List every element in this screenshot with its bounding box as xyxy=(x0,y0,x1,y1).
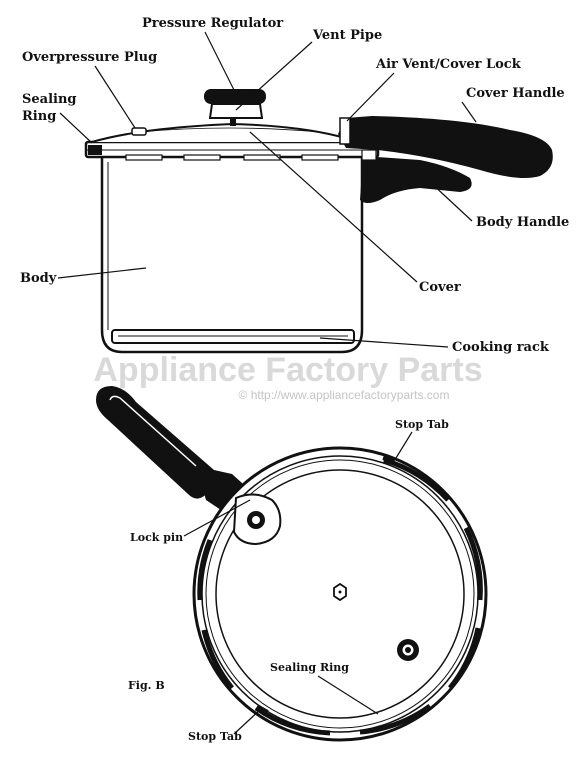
label-vent-pipe: Vent Pipe xyxy=(312,28,382,43)
center-vent-hex xyxy=(333,582,347,602)
cooking-rack xyxy=(111,329,355,344)
watermark-title: Appliance Factory Parts xyxy=(93,351,482,389)
label-stop-tab-bottom: Stop Tab xyxy=(188,730,242,743)
label-pressure-regulator: Pressure Regulator xyxy=(142,16,283,31)
label-body-handle: Body Handle xyxy=(476,215,569,230)
label-overpressure-plug: Overpressure Plug xyxy=(22,50,157,65)
label-fig-b: Fig. B xyxy=(128,679,165,692)
label-air-vent-cover-lock: Air Vent/Cover Lock xyxy=(375,57,522,72)
lock-pin-boss xyxy=(232,493,282,546)
label-cover: Cover xyxy=(419,280,461,295)
label-cover-handle: Cover Handle xyxy=(466,86,565,101)
label-cooking-rack: Cooking rack xyxy=(452,340,550,355)
body-handle xyxy=(360,149,472,203)
pressure-regulator-weight xyxy=(204,89,266,126)
label-lock-pin: Lock pin xyxy=(130,531,183,544)
stop-tab-marks xyxy=(255,454,396,716)
watermark-url: © http://www.appliancefactoryparts.com xyxy=(239,388,450,402)
leader-lines-side xyxy=(57,31,477,348)
overpressure-plug-top xyxy=(397,639,419,661)
label-sealing-ring-line2: Ring xyxy=(22,109,56,124)
cooker-body xyxy=(100,158,364,354)
cover-handle xyxy=(338,116,553,178)
label-body: Body xyxy=(20,271,57,286)
overpressure-plug xyxy=(131,127,147,136)
cover-rim xyxy=(84,140,380,161)
leader-lines-top xyxy=(183,431,413,735)
label-sealing-ring-bottom: Sealing Ring xyxy=(270,661,349,674)
top-view-handle xyxy=(96,386,252,512)
label-sealing-ring-line1: Sealing xyxy=(22,92,77,107)
label-stop-tab-top: Stop Tab xyxy=(395,418,449,431)
